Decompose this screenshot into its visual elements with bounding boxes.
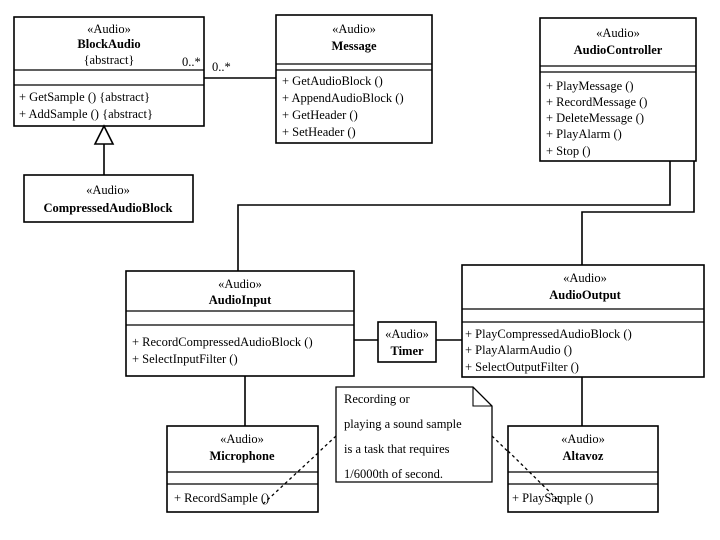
stereotype-label: «Audio» [561, 432, 605, 446]
method-set-header: + SetHeader () [282, 125, 356, 139]
association-controller-output [581, 161, 695, 265]
class-altavoz[interactable]: «Audio» Altavoz + PlaySample () [507, 425, 659, 513]
class-name: BlockAudio [77, 37, 140, 51]
method-select-output-filter: + SelectOutputFilter () [465, 360, 579, 374]
stereotype-label: «Audio» [218, 277, 262, 291]
stereotype-label: «Audio» [87, 22, 131, 36]
method-play-alarm: + PlayAlarm () [546, 127, 622, 141]
method-get-header: + GetHeader () [282, 108, 358, 122]
note-line-2: playing a sound sample [344, 417, 462, 431]
class-compressedaudioblock[interactable]: «Audio» CompressedAudioBlock [23, 174, 194, 223]
method-append-audio-block: + AppendAudioBlock () [282, 91, 404, 105]
class-timer[interactable]: «Audio» Timer [377, 321, 437, 363]
class-name: AudioInput [209, 293, 272, 307]
class-name: Altavoz [563, 449, 604, 463]
method-play-compressed-audio-block: + PlayCompressedAudioBlock () [465, 327, 632, 341]
method-get-audio-block: + GetAudioBlock () [282, 74, 383, 88]
method-play-alarm-audio: + PlayAlarmAudio () [465, 343, 572, 357]
note-line-3: is a task that requires [344, 442, 450, 456]
method-select-input-filter: + SelectInputFilter () [132, 352, 238, 366]
class-name: Timer [390, 344, 424, 358]
stereotype-label: «Audio» [86, 183, 130, 197]
method-record-sample: + RecordSample () [174, 491, 269, 505]
note-anchor-microphone-overlay [261, 452, 319, 506]
method-add-sample: + AddSample () {abstract} [19, 107, 153, 121]
stereotype-label: «Audio» [332, 22, 376, 36]
class-name: Microphone [209, 449, 274, 463]
stereotype-label: «Audio» [596, 26, 640, 40]
method-record-message: + RecordMessage () [546, 95, 647, 109]
class-audiooutput[interactable]: «Audio» AudioOutput + PlayCompressedAudi… [461, 264, 705, 378]
class-name: Message [331, 39, 377, 53]
method-play-message: + PlayMessage () [546, 79, 634, 93]
method-get-sample: + GetSample () {abstract} [19, 90, 150, 104]
stereotype-label: «Audio» [220, 432, 264, 446]
class-message[interactable]: «Audio» Message + GetAudioBlock () + App… [275, 14, 433, 144]
method-delete-message: + DeleteMessage () [546, 111, 644, 125]
class-modifier: {abstract} [84, 53, 135, 67]
class-audioinput[interactable]: «Audio» AudioInput + RecordCompressedAud… [125, 270, 355, 377]
multiplicity-blockaudio: 0..* [182, 55, 201, 69]
class-name: CompressedAudioBlock [44, 201, 173, 215]
note-line-4: 1/6000th of second. [344, 467, 443, 481]
method-stop: + Stop () [546, 144, 591, 158]
stereotype-label: «Audio» [385, 327, 429, 341]
generalization-arrowhead [93, 124, 115, 145]
class-microphone[interactable]: «Audio» Microphone + RecordSample () [166, 425, 319, 513]
class-audiocontroller[interactable]: «Audio» AudioController + PlayMessage ()… [539, 17, 697, 162]
association-controller-input [237, 161, 671, 271]
stereotype-label: «Audio» [563, 271, 607, 285]
method-record-compressed-audio-block: + RecordCompressedAudioBlock () [132, 335, 313, 349]
note-line-1: Recording or [344, 392, 410, 406]
note-box[interactable]: Recording or playing a sound sample is a… [335, 386, 493, 483]
class-name: AudioOutput [549, 288, 621, 302]
note-anchor-altavoz-overlay [507, 450, 564, 506]
multiplicity-message: 0..* [212, 60, 231, 74]
class-blockaudio[interactable]: «Audio» BlockAudio {abstract} + GetSampl… [13, 16, 205, 127]
class-name: AudioController [574, 43, 663, 57]
method-play-sample: + PlaySample () [512, 491, 593, 505]
